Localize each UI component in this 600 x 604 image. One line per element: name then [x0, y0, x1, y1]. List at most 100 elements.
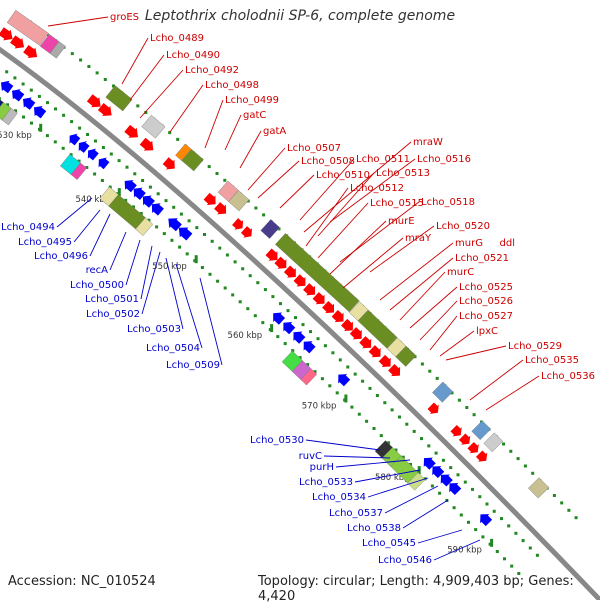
gene-label[interactable]: Lcho_0500: [70, 280, 124, 291]
gene-label[interactable]: Lcho_0533: [299, 477, 353, 488]
gene-band-forward-shape: [181, 148, 204, 172]
tick-dot: [535, 553, 539, 557]
gene-label[interactable]: mraY: [405, 233, 432, 244]
tick-dot: [195, 226, 199, 230]
gene-label[interactable]: groES: [110, 12, 139, 23]
tick-dot: [516, 457, 520, 461]
gene-band-forward-shape: [105, 85, 133, 112]
tick-dot: [514, 531, 518, 535]
tick-dot: [168, 131, 172, 135]
gene-label[interactable]: Lcho_0489: [150, 33, 204, 44]
gene-label[interactable]: Lcho_0537: [329, 508, 383, 519]
kbp-tick-mark: [39, 123, 43, 132]
tick-dot: [459, 513, 463, 517]
gene-label[interactable]: gatA: [263, 126, 286, 137]
gene-label[interactable]: recA: [86, 265, 109, 276]
gene-label[interactable]: gatC: [243, 110, 266, 121]
gene-label[interactable]: ddl: [500, 238, 515, 249]
gene-label[interactable]: ruvC: [299, 451, 322, 462]
gene-label[interactable]: Lcho_0494: [1, 222, 55, 233]
gene-label[interactable]: Lcho_0534: [312, 492, 366, 503]
leader-line: [224, 114, 242, 151]
gene-label[interactable]: Lcho_0498: [205, 80, 259, 91]
gene-label[interactable]: Lcho_0527: [459, 311, 513, 322]
tick-dot: [401, 455, 405, 459]
gene-label[interactable]: Lcho_0503: [127, 324, 181, 335]
tick-dot: [261, 321, 265, 325]
tick-dot: [223, 178, 227, 182]
gene-label[interactable]: Lcho_0536: [541, 371, 595, 382]
gene-label[interactable]: lpxC: [476, 326, 498, 337]
gene-label[interactable]: Lcho_0492: [185, 65, 239, 76]
gene-label[interactable]: Lcho_0495: [18, 237, 72, 248]
gene-label[interactable]: Lcho_0525: [459, 282, 513, 293]
gene-band-reverse-shape: [135, 217, 154, 236]
gene-band-forward: [483, 432, 504, 453]
gene-label[interactable]: Lcho_0504: [146, 343, 200, 354]
tick-dot: [176, 137, 180, 141]
tick-dot: [79, 58, 83, 62]
tick-dot: [521, 539, 525, 543]
gene-arrow-forward: [359, 336, 372, 349]
gene-label[interactable]: murG: [455, 238, 483, 249]
tick-dot: [223, 286, 227, 290]
gene-label[interactable]: Lcho_0515: [370, 198, 424, 209]
tick-dot: [30, 121, 33, 125]
gene-arrow-forward: [312, 292, 325, 305]
gene-label[interactable]: murC: [447, 267, 474, 278]
gene-label[interactable]: Lcho_0501: [85, 294, 139, 305]
gene-label[interactable]: Lcho_0535: [525, 355, 579, 366]
gene-arrow-reverse-shape: [178, 227, 193, 241]
gene-band-forward: [228, 190, 250, 212]
gene-label[interactable]: Lcho_0521: [455, 253, 509, 264]
tick-dot: [170, 238, 174, 242]
gene-label[interactable]: purH: [310, 462, 334, 473]
leader-line: [389, 257, 454, 311]
tick-dot: [70, 120, 74, 124]
gene-arrow-forward-shape: [331, 309, 344, 323]
gene-label[interactable]: Lcho_0546: [378, 555, 432, 566]
leader-line: [402, 499, 449, 529]
gene-label[interactable]: Lcho_0520: [436, 221, 490, 232]
tick-dot: [375, 394, 379, 397]
gene-arrow-reverse: [98, 157, 110, 170]
gene-arrow-forward: [293, 274, 306, 287]
gene-label[interactable]: murE: [388, 216, 415, 227]
tick-dot: [279, 302, 282, 306]
tick-dot: [62, 113, 66, 117]
tick-dot: [207, 165, 211, 169]
kbp-tick-label: 590 kbp: [447, 545, 482, 555]
gene-label[interactable]: Lcho_0499: [225, 95, 279, 106]
gene-label[interactable]: mraW: [413, 137, 443, 148]
gene-label[interactable]: Lcho_0496: [34, 251, 88, 262]
gene-band-forward-shape: [395, 345, 417, 367]
gene-label[interactable]: Lcho_0529: [508, 341, 562, 352]
gene-label[interactable]: Lcho_0502: [86, 309, 140, 320]
gene-label[interactable]: Lcho_0490: [166, 50, 220, 61]
gene-label[interactable]: Lcho_0511: [356, 154, 410, 165]
gene-label[interactable]: Lcho_0508: [301, 156, 355, 167]
gene-label[interactable]: Lcho_0526: [459, 296, 513, 307]
tick-dot: [481, 535, 485, 539]
gene-arrow-reverse: [11, 89, 25, 102]
gene-band-reverse-shape: [1, 107, 18, 126]
gene-label[interactable]: Lcho_0513: [376, 168, 430, 179]
gene-arrow-forward-shape: [162, 157, 175, 170]
gene-label[interactable]: Lcho_0538: [347, 523, 401, 534]
gene-arrow-forward: [378, 354, 391, 367]
gene-label[interactable]: Lcho_0512: [350, 183, 404, 194]
gene-label[interactable]: Lcho_0509: [166, 360, 220, 371]
gene-label[interactable]: Lcho_0530: [250, 435, 304, 446]
gene-label[interactable]: Lcho_0507: [287, 143, 341, 154]
gene-label[interactable]: Lcho_0510: [316, 170, 370, 181]
gene-label[interactable]: Lcho_0545: [362, 538, 416, 549]
gene-arrow-forward: [203, 192, 216, 206]
gene-label[interactable]: Lcho_0518: [421, 197, 475, 208]
leader-line: [409, 286, 458, 329]
gene-arrow-reverse-shape: [283, 322, 296, 335]
gene-arrow-forward-shape: [322, 300, 335, 314]
gene-arrow-forward: [0, 27, 13, 41]
tick-dot: [291, 349, 295, 353]
tick-dot: [430, 484, 434, 488]
gene-label[interactable]: Lcho_0516: [417, 154, 471, 165]
